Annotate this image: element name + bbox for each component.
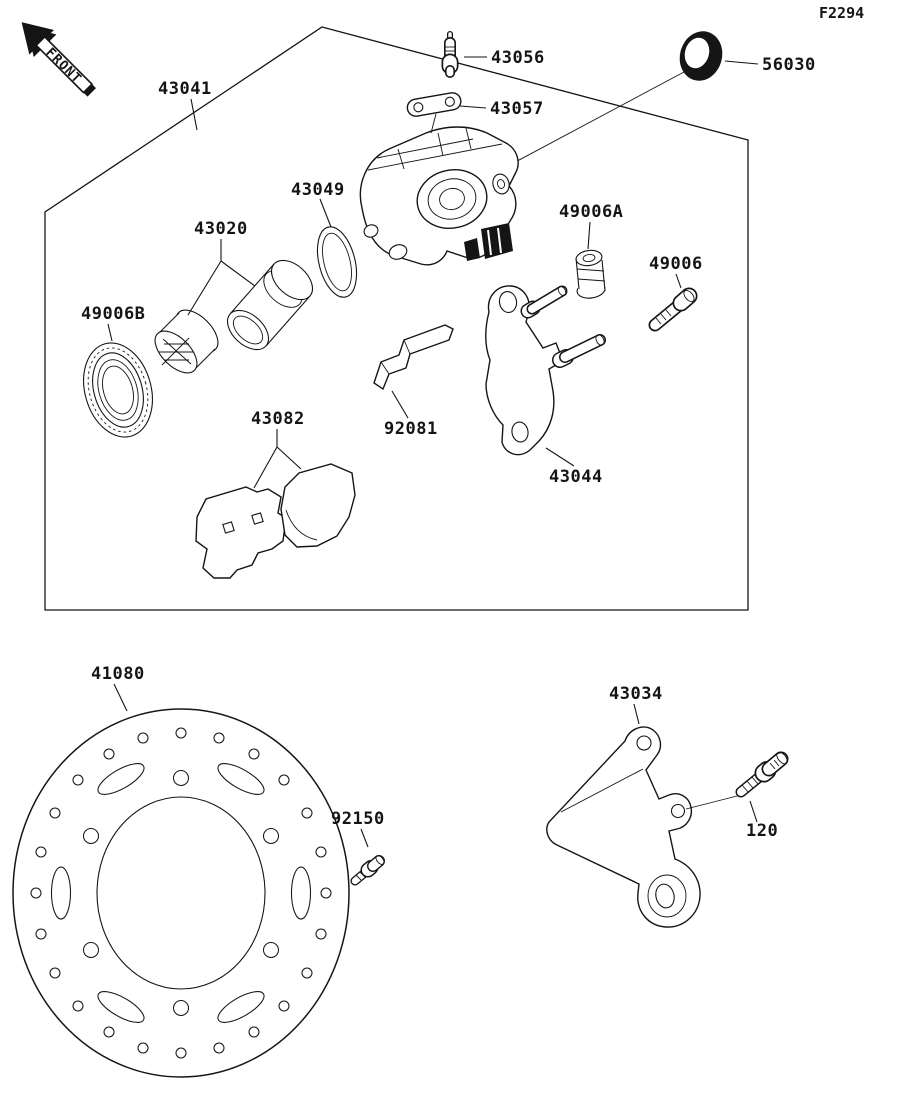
part-label-43049: 43049	[291, 180, 345, 200]
disc-slots	[50, 763, 312, 1023]
part-label-43057: 43057	[490, 99, 544, 119]
assembly-box-outline	[44, 26, 749, 611]
part-43034-caliper-bracket	[546, 703, 701, 928]
part-label-120: 120	[746, 821, 778, 841]
part-label-49006: 49006	[649, 254, 703, 274]
part-43082-pad-set	[195, 429, 356, 579]
part-label-43082: 43082	[251, 409, 305, 429]
leader-49006	[675, 273, 682, 289]
part-label-92081: 92081	[384, 419, 438, 439]
leader-49006B	[107, 323, 113, 342]
disc-outer-hole-ring	[30, 727, 332, 1059]
front-direction-arrow: FRONT	[21, 22, 96, 97]
leader-56030-long	[505, 71, 685, 168]
part-label-43041: 43041	[158, 79, 212, 99]
part-label-49006A: 49006A	[559, 202, 623, 222]
leader-92150	[360, 828, 369, 848]
leader-43044	[545, 447, 575, 467]
part-56030-cap	[679, 31, 759, 81]
bolt-120-axis-line	[685, 795, 738, 810]
leader-41080	[113, 683, 128, 712]
leader-43020	[187, 239, 256, 316]
part-49006A-boot	[575, 221, 606, 299]
leader-43049	[319, 198, 332, 228]
front-arrow-label: FRONT	[42, 45, 84, 87]
leader-43057	[459, 105, 487, 109]
fiche-code: F2294	[819, 4, 864, 22]
part-41080-brake-disc	[12, 683, 350, 1078]
part-49006B-dust-seal	[83, 323, 153, 438]
part-43057-joint	[406, 92, 487, 134]
leader-49006A	[587, 221, 591, 250]
part-43056-bleed-valve	[441, 31, 487, 78]
part-120-bolt	[685, 751, 789, 823]
leader-43041	[190, 98, 198, 131]
brake-caliper-body	[359, 126, 519, 266]
part-43044-caliper-holder	[485, 285, 606, 467]
part-label-56030: 56030	[762, 55, 816, 75]
part-49006-pin-bolt	[648, 273, 698, 332]
part-92150-bolt	[350, 828, 385, 886]
part-43020-piston-set	[154, 239, 314, 374]
leader-120	[749, 800, 758, 823]
part-label-43044: 43044	[549, 467, 603, 487]
leader-43082	[253, 429, 302, 489]
part-92081-pad-spring	[373, 324, 454, 419]
part-label-41080: 41080	[91, 664, 145, 684]
part-label-43034: 43034	[609, 684, 663, 704]
leader-43034	[633, 703, 640, 725]
part-43049-seal-ring	[316, 198, 358, 298]
part-label-92150: 92150	[331, 809, 385, 829]
leader-92081	[391, 390, 409, 419]
leader-56030	[724, 60, 759, 65]
part-label-49006B: 49006B	[81, 304, 145, 324]
part-label-43020: 43020	[194, 219, 248, 239]
part-label-43056: 43056	[491, 48, 545, 68]
disc-bolt-holes	[82, 769, 280, 1017]
